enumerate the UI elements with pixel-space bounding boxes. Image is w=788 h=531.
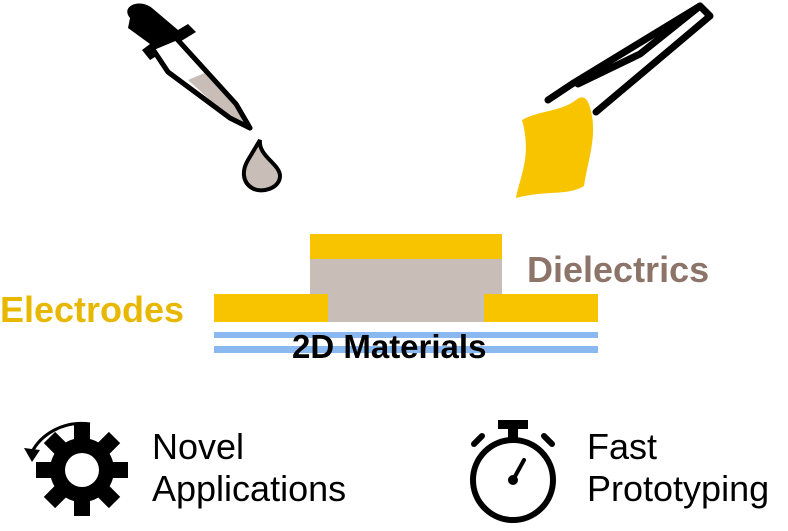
right-electrode	[484, 294, 598, 322]
fast-prototyping-label: Fast Prototyping	[587, 426, 769, 510]
left-electrode	[214, 294, 328, 322]
novel-applications-label: Novel Applications	[152, 426, 346, 510]
stopwatch-icon	[470, 420, 556, 523]
gear-refresh-icon	[24, 421, 128, 516]
electrodes-label: Electrodes	[0, 289, 185, 330]
dielectric-layer	[310, 258, 502, 322]
fast-line-2: Prototyping	[587, 468, 770, 509]
novel-line-2: Applications	[152, 468, 347, 509]
material-layer-bottom	[214, 346, 598, 353]
material-layer-top	[214, 332, 598, 338]
device-stack	[214, 234, 598, 353]
dielectrics-label: Dielectrics	[527, 249, 710, 290]
materials-2d-label: 2D Materials	[292, 328, 487, 365]
top-electrode	[310, 234, 502, 259]
novel-line-1: Novel	[152, 426, 245, 467]
tweezers-icon	[516, 2, 714, 198]
dropper-icon	[127, 3, 283, 193]
fast-line-1: Fast	[587, 426, 658, 467]
